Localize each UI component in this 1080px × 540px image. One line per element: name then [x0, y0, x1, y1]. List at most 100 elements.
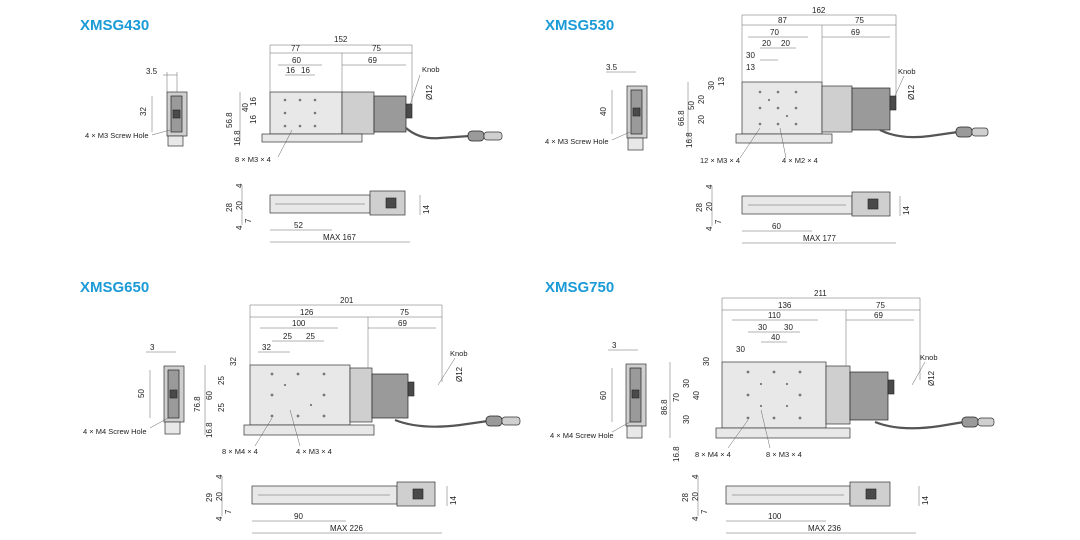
- figure-title: XMSG530: [545, 17, 614, 34]
- figure-xmsg530: XMSG530 3.5 40 4 × M3 Screw Hole: [545, 6, 989, 244]
- figure-xmsg650: XMSG650 3 50 4 × M4 Screw Hole: [80, 279, 521, 534]
- dim-d4: 69: [368, 56, 377, 65]
- dim-h3: 16: [249, 97, 258, 106]
- dim-c: 20: [691, 492, 700, 501]
- dim-offset: 3.5: [146, 67, 158, 76]
- dim-h3: 25: [217, 376, 226, 385]
- dim-c: 20: [235, 201, 244, 210]
- dim-h1: 86.8: [660, 399, 669, 415]
- dim-right: 14: [422, 205, 431, 214]
- dim-d1: 87: [778, 16, 787, 25]
- dim-dia: Ø12: [425, 84, 434, 100]
- dim-d8: 30: [736, 345, 745, 354]
- bottom-view: 4 28 20 4 7 14 100 MAX 236: [681, 474, 930, 534]
- dim-height: 32: [139, 107, 148, 116]
- dim-dia: Ø12: [455, 366, 464, 382]
- dim-c: 20: [215, 492, 224, 501]
- dim-b: 28: [225, 203, 234, 212]
- dim-h2: 30: [702, 357, 711, 366]
- dim-travel: 60: [772, 222, 781, 231]
- hole-note: 4 × M3 Screw Hole: [545, 137, 609, 146]
- dim-right: 14: [902, 206, 911, 215]
- dim-d1: 77: [291, 44, 300, 53]
- dim-d2: 75: [876, 301, 885, 310]
- dim-offset: 3.5: [606, 63, 618, 72]
- dim-dia: Ø12: [907, 84, 916, 100]
- dim-h4: 50: [687, 101, 696, 110]
- dim-h6: 30: [682, 415, 691, 424]
- dim-h7: 16.8: [672, 446, 681, 462]
- dim-d3: 60: [292, 56, 301, 65]
- dim-overall: 211: [814, 289, 827, 298]
- dim-h1: 66.8: [677, 110, 686, 126]
- dim-d6: 30: [784, 323, 793, 332]
- dim-d6: 25: [306, 332, 315, 341]
- hole-note: 4 × M3 Screw Hole: [85, 131, 149, 140]
- dim-d4: 69: [398, 319, 407, 328]
- dim-max: MAX 236: [808, 524, 841, 533]
- knob-label: Knob: [920, 353, 938, 362]
- dim-d7: 40: [771, 333, 780, 342]
- figure-xmsg750: XMSG750 3 60 4 × M4 Screw Hole: [545, 279, 995, 534]
- figure-xmsg430: XMSG430 3.5 32 4 × M3 Screw Hole: [80, 17, 503, 243]
- dim-right: 14: [449, 496, 458, 505]
- top-view: 211 136 75 110 69 30 30 40 30 Knob Ø12 8…: [660, 289, 995, 462]
- dim-a: 4: [691, 474, 700, 479]
- dim-d7: 30: [746, 51, 755, 60]
- dim-offset: 3: [612, 341, 617, 350]
- dim-d: 4: [235, 225, 244, 230]
- dim-overall: 152: [334, 35, 348, 44]
- hole-note-2: 4 × M3 × 4: [296, 447, 332, 456]
- dim-b: 28: [681, 493, 690, 502]
- dim-e: 7: [224, 509, 233, 514]
- dim-overall: 162: [812, 6, 826, 15]
- dim-h1: 56.8: [225, 112, 234, 128]
- hole-note-1: 8 × M4 × 4: [222, 447, 258, 456]
- knob-label: Knob: [898, 67, 916, 76]
- dim-max: MAX 177: [803, 234, 836, 243]
- bottom-view: 4 29 20 4 7 14 90 MAX 226: [205, 474, 458, 534]
- dim-d6: 20: [781, 39, 790, 48]
- dim-h5: 16.8: [233, 130, 242, 146]
- dim-height: 60: [599, 391, 608, 400]
- dim-h6: 16.8: [205, 422, 214, 438]
- knob-label: Knob: [450, 349, 468, 358]
- dim-height: 40: [599, 107, 608, 116]
- dim-h2: 40: [241, 103, 250, 112]
- dim-d2: 75: [372, 44, 381, 53]
- dim-d7: 32: [262, 343, 271, 352]
- dim-dia: Ø12: [927, 370, 936, 386]
- dim-max: MAX 167: [323, 233, 356, 242]
- dim-d5: 25: [283, 332, 292, 341]
- hole-note: 4 × M4 Screw Hole: [550, 431, 614, 440]
- dim-d4: 69: [874, 311, 883, 320]
- dim-d5: 16: [286, 66, 295, 75]
- dim-d: 4: [215, 516, 224, 521]
- dim-travel: 90: [294, 512, 303, 521]
- hole-note-2: 8 × M3 × 4: [766, 450, 802, 459]
- top-view: 162 87 75 70 69 20 20 30 13 Knob Ø12 66.…: [677, 6, 989, 165]
- figure-title: XMSG750: [545, 279, 614, 296]
- dim-d2: 75: [855, 16, 864, 25]
- top-view: 201 126 75 100 69 25 25 32 Knob Ø12 76.8…: [193, 296, 521, 456]
- side-view: 3 60 4 × M4 Screw Hole: [550, 341, 647, 440]
- dim-d6: 16: [301, 66, 310, 75]
- figure-title: XMSG430: [80, 17, 149, 34]
- dim-h5: 25: [217, 403, 226, 412]
- dim-d4: 69: [851, 28, 860, 37]
- dim-max: MAX 226: [330, 524, 363, 533]
- dim-h6: 20: [697, 115, 706, 124]
- dim-b: 28: [695, 203, 704, 212]
- dim-e: 7: [244, 218, 253, 223]
- dim-h4: 70: [672, 393, 681, 402]
- side-view: 3.5 40 4 × M3 Screw Hole: [545, 63, 648, 151]
- dim-h3: 30: [682, 379, 691, 388]
- dim-h2: 30: [707, 81, 716, 90]
- hole-note: 4 × M4 Screw Hole: [83, 427, 147, 436]
- hole-note-1: 8 × M4 × 4: [695, 450, 731, 459]
- dim-c: 20: [705, 202, 714, 211]
- dim-d1: 126: [300, 308, 314, 317]
- dim-travel: 52: [294, 221, 303, 230]
- dim-overall: 201: [340, 296, 354, 305]
